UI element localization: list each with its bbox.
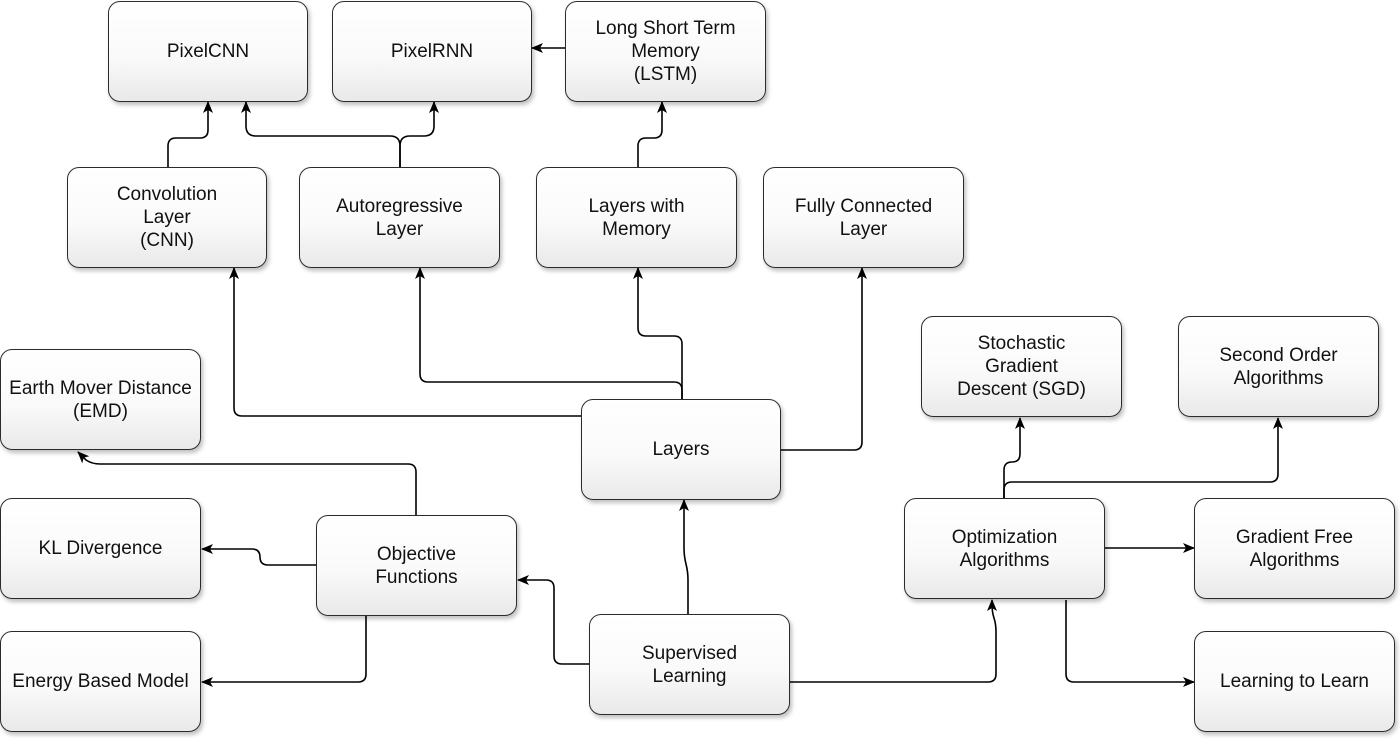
edge-optimization-to-sgd: [1003, 417, 1025, 498]
node-layers-with-memory-label: Layers with Memory: [588, 195, 685, 240]
node-gradient-free-algorithms[interactable]: Gradient Free Algorithms: [1194, 498, 1395, 599]
edge-layers-to-cnn: [229, 267, 582, 417]
edge-cnn-to-pixelcnn: [167, 101, 213, 167]
node-supervised-learning[interactable]: Supervised Learning: [589, 614, 790, 715]
edge-supervised-to-layers: [679, 499, 689, 614]
edge-autoregressive-to-pixelrnn: [399, 101, 439, 167]
edge-autoregressive-to-pixelcnn: [241, 101, 401, 167]
node-supervised-learning-label: Supervised Learning: [641, 642, 738, 687]
node-fully-connected-layer[interactable]: Fully Connected Layer: [763, 167, 964, 268]
node-gradient-free-algorithms-label: Gradient Free Algorithms: [1235, 526, 1354, 571]
node-learning-to-learn[interactable]: Learning to Learn: [1194, 631, 1395, 732]
node-lstm-label: Long Short Term Memory (LSTM): [595, 18, 736, 85]
node-energy-based-model[interactable]: Energy Based Model: [0, 631, 201, 732]
edge-layers-to-fully-connected: [780, 267, 867, 451]
node-pixelrnn[interactable]: PixelRNN: [332, 1, 532, 102]
edge-objective-to-emd: [77, 451, 417, 515]
node-emd-label: Earth Mover Distance (EMD): [9, 377, 192, 422]
node-fully-connected-layer-label: Fully Connected Layer: [794, 195, 933, 240]
node-autoregressive-layer-label: Autoregressive Layer: [336, 195, 463, 240]
edge-supervised-to-optimization: [790, 599, 997, 683]
node-objective-functions[interactable]: Objective Functions: [316, 515, 517, 616]
node-objective-functions-label: Objective Functions: [375, 543, 458, 588]
node-pixelrnn-label: PixelRNN: [390, 41, 474, 62]
node-layers-with-memory[interactable]: Layers with Memory: [536, 167, 737, 268]
node-layers-label: Layers: [652, 439, 710, 460]
node-kl-divergence-label: KL Divergence: [38, 538, 163, 559]
edge-layers-to-autoregressive: [415, 267, 683, 400]
node-second-order-algorithms-label: Second Order Algorithms: [1219, 344, 1338, 389]
node-sgd[interactable]: Stochastic Gradient Descent (SGD): [921, 316, 1122, 417]
node-learning-to-learn-label: Learning to Learn: [1220, 671, 1369, 692]
edge-memory-to-lstm: [637, 101, 667, 167]
edge-layers-to-memory: [633, 267, 683, 400]
node-emd[interactable]: Earth Mover Distance (EMD): [0, 349, 201, 450]
edge-supervised-to-objective: [517, 575, 590, 665]
node-pixelcnn-label: PixelCNN: [166, 41, 250, 62]
node-optimization-algorithms[interactable]: Optimization Algorithms: [904, 498, 1105, 599]
edge-optimization-to-second-order: [1003, 417, 1283, 498]
node-kl-divergence[interactable]: KL Divergence: [0, 498, 201, 599]
edge-optimization-to-learning-to-learn: [1065, 600, 1195, 687]
node-second-order-algorithms[interactable]: Second Order Algorithms: [1178, 316, 1379, 417]
node-energy-based-model-label: Energy Based Model: [12, 671, 189, 692]
node-layers[interactable]: Layers: [581, 399, 781, 500]
node-convolution-layer[interactable]: Convolution Layer (CNN): [67, 167, 267, 268]
node-convolution-layer-label: Convolution Layer (CNN): [116, 184, 218, 251]
node-sgd-label: Stochastic Gradient Descent (SGD): [957, 333, 1086, 400]
edge-objective-to-energy: [201, 616, 367, 687]
node-lstm[interactable]: Long Short Term Memory (LSTM): [565, 1, 766, 102]
edge-objective-to-kl: [201, 544, 316, 566]
node-autoregressive-layer[interactable]: Autoregressive Layer: [299, 167, 500, 268]
node-pixelcnn[interactable]: PixelCNN: [108, 1, 308, 102]
node-optimization-algorithms-label: Optimization Algorithms: [951, 526, 1058, 571]
